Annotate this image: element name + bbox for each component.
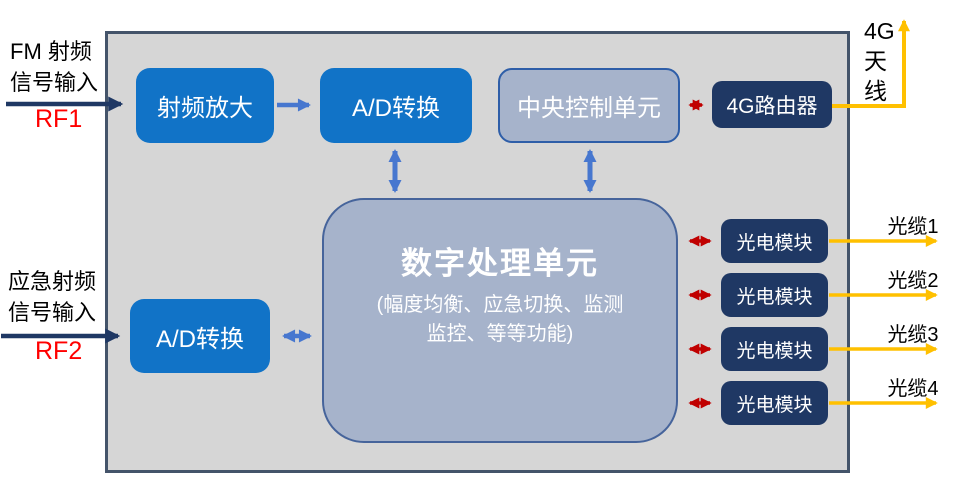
- fiber-label-4: 光缆4: [887, 378, 939, 400]
- emergency-input-label-line2: 信号输入: [8, 300, 97, 325]
- fiber-label-2: 光缆2: [887, 270, 939, 292]
- 4g-router-block: 4G路由器: [712, 81, 832, 128]
- optoelectronic-module-3: 光电模块: [721, 327, 828, 371]
- rf1-port-label: RF1: [35, 105, 83, 133]
- antenna-label-line2: 天: [864, 48, 887, 74]
- adc-bottom-block: A/D转换: [130, 299, 270, 373]
- optoelectronic-module-4: 光电模块: [721, 381, 828, 425]
- antenna-label-line3: 线: [864, 78, 887, 104]
- fiber-label-3: 光缆3: [887, 324, 939, 346]
- emergency-input-label: 应急射频 信号输入: [8, 266, 96, 328]
- fiber-label-1: 光缆1: [887, 216, 939, 238]
- dpu-subtitle: (幅度均衡、应急切换、监测 监控、等等功能): [377, 291, 624, 349]
- fm-input-label: FM 射频 信号输入: [10, 36, 98, 98]
- adc-top-block: A/D转换: [320, 68, 472, 143]
- fm-input-label-line1: FM 射频: [10, 39, 92, 64]
- fm-input-label-line2: 信号输入: [10, 70, 99, 95]
- optoelectronic-module-1: 光电模块: [721, 219, 828, 263]
- digital-processing-unit-block: 数字处理单元 (幅度均衡、应急切换、监测 监控、等等功能): [322, 198, 678, 443]
- central-control-unit-block: 中央控制单元: [498, 68, 680, 143]
- antenna-label-line1: 4G: [864, 18, 895, 44]
- dpu-subtitle-line2: 监控、等等功能): [426, 322, 574, 345]
- antenna-label: 4G 天 线: [864, 16, 895, 106]
- dpu-subtitle-line1: (幅度均衡、应急切换、监测: [376, 293, 624, 316]
- rf-amplifier-block: 射频放大: [136, 68, 274, 143]
- optoelectronic-module-2: 光电模块: [721, 273, 828, 317]
- emergency-input-label-line1: 应急射频: [8, 269, 97, 294]
- rf2-port-label: RF2: [35, 337, 83, 365]
- dpu-title: 数字处理单元: [401, 245, 599, 281]
